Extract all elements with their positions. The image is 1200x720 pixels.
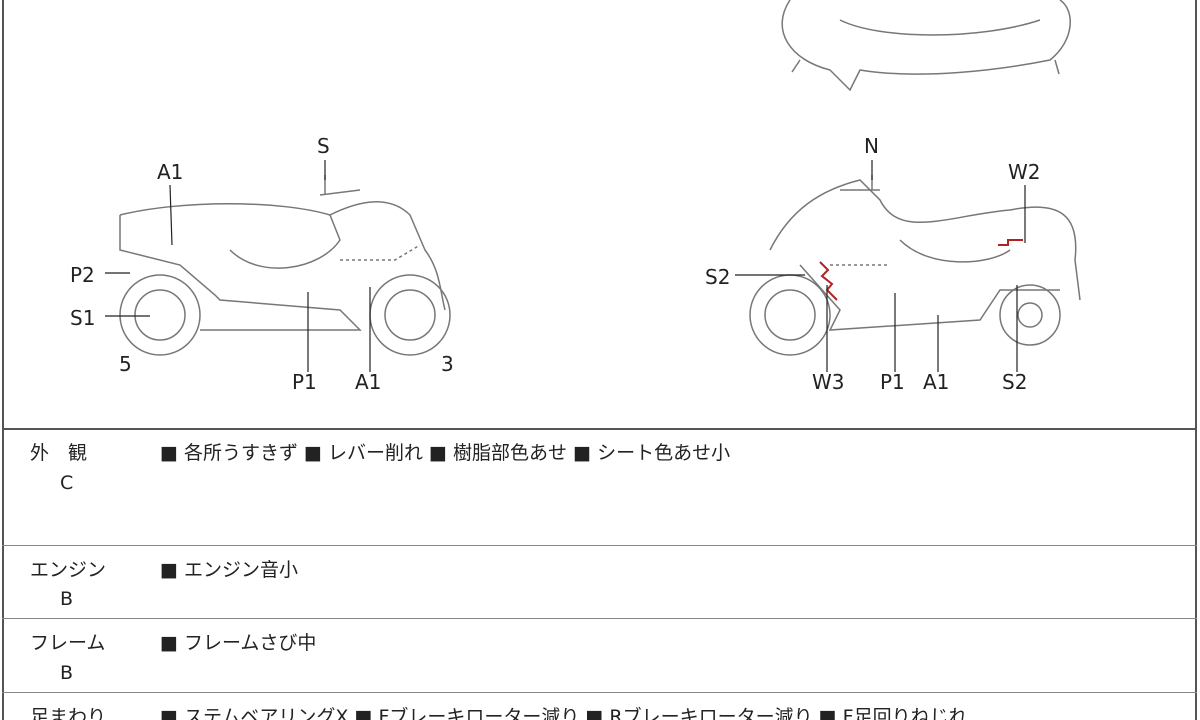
divider bbox=[2, 692, 1197, 693]
top-view-scooter bbox=[781, 0, 1071, 92]
marker-s: S bbox=[317, 134, 330, 158]
marker-a1: A1 bbox=[157, 160, 184, 184]
row-grade-engine: B bbox=[60, 588, 74, 610]
leader-lines bbox=[105, 160, 1026, 372]
divider bbox=[2, 428, 1197, 430]
row-items-suspension: ■ ステムベアリングX ■ Fブレーキローター減り ■ Rブレーキローター減り … bbox=[160, 706, 968, 720]
marker-s2: S2 bbox=[705, 265, 731, 289]
marker-p1: P1 bbox=[880, 370, 905, 394]
row-label-frame: フレーム bbox=[30, 632, 106, 654]
marker-w2: W2 bbox=[1008, 160, 1041, 184]
row-items-frame: ■ フレームさび中 bbox=[160, 632, 317, 654]
marker-a1: A1 bbox=[923, 370, 950, 394]
row-items-exterior: ■ 各所うすきず ■ レバー削れ ■ 樹脂部色あせ ■ シート色あせ小 bbox=[160, 442, 731, 464]
marker-s2: S2 bbox=[1002, 370, 1028, 394]
row-label-engine: エンジン bbox=[30, 559, 107, 581]
row-grade-exterior: C bbox=[60, 472, 74, 494]
left-side-scooter bbox=[119, 175, 451, 356]
marker-s1: S1 bbox=[70, 306, 96, 330]
divider bbox=[2, 618, 1197, 619]
row-label-exterior: 外 観 bbox=[30, 442, 88, 464]
marker-p1: P1 bbox=[292, 370, 317, 394]
damage-marks bbox=[819, 239, 1023, 301]
marker-a1: A1 bbox=[355, 370, 382, 394]
row-grade-frame: B bbox=[60, 662, 74, 684]
row-label-suspension: 足まわり bbox=[30, 706, 107, 720]
row-items-engine: ■ エンジン音小 bbox=[160, 559, 298, 581]
marker-w3: W3 bbox=[812, 370, 845, 394]
marker-5: 5 bbox=[119, 352, 132, 376]
scooter-diagrams bbox=[105, 0, 1081, 372]
marker-n: N bbox=[864, 134, 879, 158]
divider bbox=[2, 545, 1197, 546]
marker-3: 3 bbox=[441, 352, 454, 376]
marker-p2: P2 bbox=[70, 263, 95, 287]
right-side-scooter bbox=[749, 175, 1081, 356]
